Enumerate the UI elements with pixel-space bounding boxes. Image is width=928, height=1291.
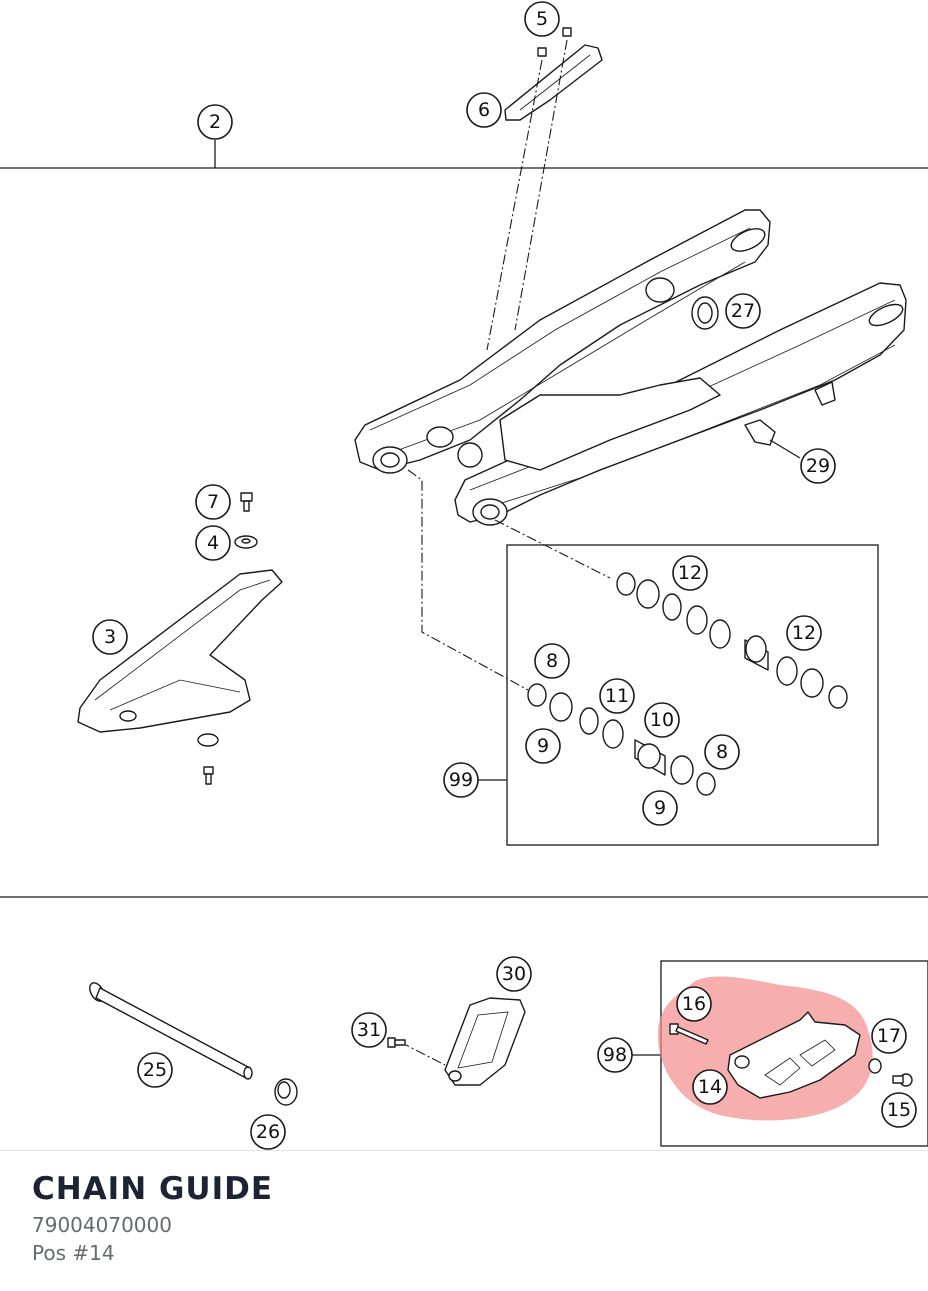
cover-part-30[interactable]	[444, 997, 526, 1086]
screw-part-15[interactable]	[892, 1073, 913, 1087]
callout-5[interactable]: 5	[524, 1, 560, 37]
callout-7[interactable]: 7	[195, 484, 231, 520]
exploded-parts-diagram: 2 5 6 27 29 7 4 3 12 12 8 11 10 9 8 9 99…	[0, 1, 928, 1150]
part-name: CHAIN GUIDE	[32, 1171, 274, 1207]
spacer-part-26[interactable]	[274, 1078, 298, 1106]
svg-text:17: 17	[877, 1025, 901, 1047]
bolt-part-16[interactable]	[669, 1023, 709, 1045]
callout-6[interactable]: 6	[466, 92, 502, 128]
svg-text:26: 26	[256, 1121, 280, 1143]
callout-31[interactable]: 31	[351, 1012, 387, 1048]
wheel-spindle-part-25[interactable]	[87, 980, 253, 1080]
screw-part-7[interactable]	[240, 492, 253, 512]
callout-99[interactable]: 99	[443, 762, 479, 798]
washer-part-17[interactable]	[868, 1058, 882, 1074]
callout-15[interactable]: 15	[881, 1092, 917, 1128]
svg-text:4: 4	[207, 532, 219, 554]
callout-10[interactable]: 10	[644, 702, 680, 738]
svg-text:29: 29	[806, 455, 830, 477]
callout-14[interactable]: 14	[692, 1069, 728, 1105]
plug-part-27[interactable]	[691, 296, 719, 330]
lower-washer-screw	[197, 733, 219, 785]
chain-slider-guard-part-6[interactable]	[504, 27, 603, 121]
callout-98[interactable]: 98	[597, 1037, 633, 1073]
callout-9-left[interactable]: 9	[525, 728, 561, 764]
swingarm[interactable]	[354, 209, 907, 526]
svg-text:99: 99	[449, 769, 473, 791]
svg-text:27: 27	[731, 300, 755, 322]
svg-text:16: 16	[682, 993, 706, 1015]
svg-text:2: 2	[209, 111, 221, 133]
svg-text:12: 12	[678, 562, 702, 584]
part-29-lead	[769, 439, 801, 459]
callout-12-right[interactable]: 12	[786, 615, 822, 651]
callout-3[interactable]: 3	[92, 619, 128, 655]
svg-text:6: 6	[478, 99, 490, 121]
svg-text:31: 31	[357, 1019, 381, 1041]
callout-12-upper[interactable]: 12	[672, 555, 708, 591]
svg-text:98: 98	[603, 1044, 627, 1066]
callout-17[interactable]: 17	[871, 1018, 907, 1054]
svg-text:7: 7	[207, 491, 219, 513]
svg-text:9: 9	[537, 735, 549, 757]
part-number: 79004070000	[32, 1213, 172, 1237]
callout-8-left[interactable]: 8	[534, 643, 570, 679]
callout-26[interactable]: 26	[250, 1114, 286, 1150]
callout-8-right[interactable]: 8	[704, 734, 740, 770]
washer-part-4[interactable]	[234, 535, 258, 549]
swingarm-assembly-frame	[0, 140, 928, 898]
svg-text:25: 25	[143, 1059, 167, 1081]
callout-25[interactable]: 25	[137, 1052, 173, 1088]
callout-2[interactable]: 2	[197, 104, 233, 140]
svg-text:8: 8	[716, 741, 728, 763]
bearing-kit-part-99[interactable]	[478, 544, 879, 846]
svg-text:14: 14	[698, 1076, 722, 1098]
chain-sliding-guard-part-3[interactable]	[77, 569, 283, 733]
chain-guide-part-14[interactable]	[727, 1011, 861, 1099]
callout-29[interactable]: 29	[800, 448, 836, 484]
callout-9-right[interactable]: 9	[642, 790, 678, 826]
callout-4[interactable]: 4	[195, 525, 231, 561]
svg-text:15: 15	[887, 1099, 911, 1121]
svg-text:8: 8	[546, 650, 558, 672]
svg-text:3: 3	[104, 626, 116, 648]
callout-27[interactable]: 27	[725, 293, 761, 329]
callout-30[interactable]: 30	[496, 956, 532, 992]
svg-text:30: 30	[502, 963, 526, 985]
svg-text:9: 9	[654, 797, 666, 819]
callout-16[interactable]: 16	[676, 986, 712, 1022]
screw-part-31[interactable]	[387, 1037, 406, 1048]
svg-text:12: 12	[792, 622, 816, 644]
svg-text:11: 11	[605, 685, 629, 707]
part-info-panel: CHAIN GUIDE 79004070000 Pos #14	[0, 1150, 928, 1291]
svg-text:5: 5	[536, 8, 548, 30]
callout-11[interactable]: 11	[599, 678, 635, 714]
part-position: Pos #14	[32, 1241, 115, 1265]
assembly-dash-lines	[399, 39, 611, 1066]
svg-text:10: 10	[650, 709, 674, 731]
